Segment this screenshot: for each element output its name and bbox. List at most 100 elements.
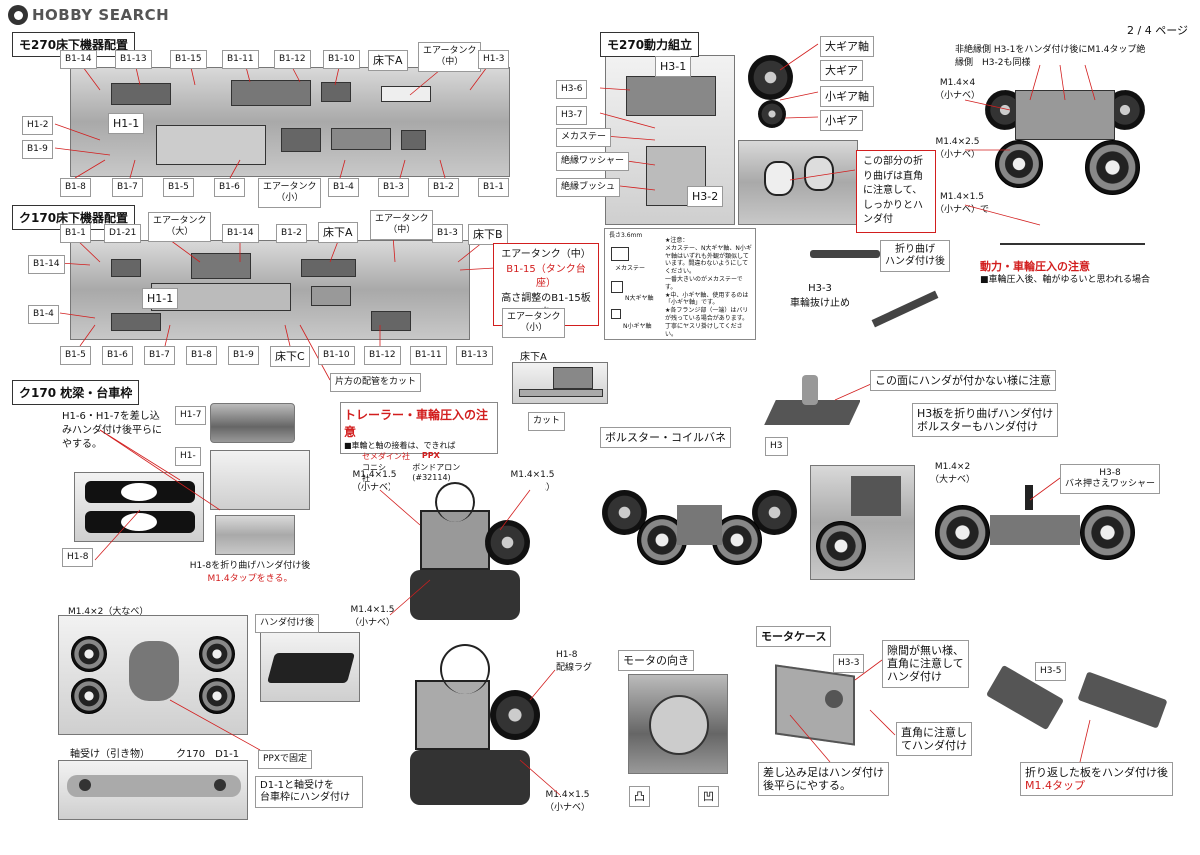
bearing-label: 軸受け（引き物）	[70, 749, 150, 760]
h1-8-bent-photo	[215, 515, 295, 555]
ku170-bottom-label-3: B1-7	[144, 346, 175, 365]
logo-text: HOBBY SEARCH	[32, 6, 170, 24]
bend-solder-label: 折り曲げ ハンダ付け後	[880, 240, 950, 272]
h3-8-label: H3-8 バネ押さえワッシャー	[1060, 464, 1161, 494]
h3-2-label: H3-2	[687, 186, 724, 208]
ku170-top-label-7: エアータンク （中）	[370, 210, 434, 240]
power-warning-title: 動力・車輪圧入の注意	[980, 258, 1090, 274]
ku170-top-label-6: 床下A	[318, 222, 358, 244]
h1-8-note: H1-8を折り曲げハンダ付け後 M1.4タップをきる。	[185, 558, 315, 584]
hobby-search-logo: HOBBY SEARCH	[8, 5, 169, 25]
right-angle-solder-note: 直角に注意し てハンダ付け	[896, 722, 972, 757]
spec-note-6: 丁寧にヤスリ掛けしてください。	[665, 322, 743, 338]
mo270-top-label-1: B1-14	[60, 50, 97, 69]
ku170-bottom-label-7: B1-10	[318, 346, 355, 365]
tap-note-line-1: 非絶縁側 H3-1をハンダ付け後にM1.4タップ絶	[955, 45, 1146, 55]
motor-direction-label: モータの向き	[618, 650, 694, 672]
motor-screw-1: M1.4×1.5 （小ナベ）	[352, 470, 398, 493]
mecha-assembly-photo	[738, 140, 858, 225]
ku170-top-label-1: B1-1	[60, 224, 91, 243]
ku170-top-label-3: エアータンク （大）	[148, 212, 212, 242]
ku170-top-label-2: D1-21	[104, 224, 142, 243]
gear-label-1: 大ギア軸	[820, 36, 874, 58]
h1-8-lug-label: H1-8 配線ラグ	[556, 650, 593, 673]
mo270-bottom-label-9: B1-1	[478, 178, 509, 197]
mo270-bottom-label-2: B1-7	[112, 178, 143, 197]
section-title-bolster-bogie: ク170 枕梁・台車枠	[12, 380, 140, 405]
mo270-bottom-label-5: エアータンク （小）	[258, 178, 322, 208]
shaft-spec-box: 長さ3.6mm メカステー N大ギヤ軸 N小ギヤ軸 ★注意： メカステー、N大ギ…	[604, 228, 756, 340]
spec-note-3: 一番大きいのがメカステーです。	[665, 275, 743, 291]
ku170-top-label-9: 床下B	[468, 224, 508, 246]
h3-7-label: H3-7	[556, 106, 588, 125]
mo270-left-label-1: H1-2	[22, 116, 54, 135]
spec-label-stay: メカステー	[615, 265, 646, 272]
power-warning-title-text: 動力・車輪圧入の注意	[980, 260, 1090, 273]
ku170-bottom-label-8: B1-12	[364, 346, 401, 365]
power-truck-photo	[985, 70, 1150, 200]
mo270-left-label-2: B1-9	[22, 140, 53, 159]
mo270-bottom-label-1: B1-8	[60, 178, 91, 197]
h3-plate-photo	[760, 370, 860, 440]
mo270-bottom-label-7: B1-3	[378, 178, 409, 197]
gear-label-4: 小ギア	[820, 110, 863, 132]
ku170-air-tank-small: エアータンク （小）	[502, 308, 566, 338]
motor-case-h3-3-label: H3-3	[833, 654, 865, 673]
screw-m14x1-5: M1.4×1.5 （小ナベ）で	[935, 192, 990, 215]
h1-part-photo	[210, 450, 310, 510]
motor-screw-3: M1.4×1.5 （小ナベ）	[350, 605, 396, 628]
bolster-photo-3	[930, 485, 1145, 585]
bolster-photo-2	[810, 465, 915, 580]
mo270-h1-1-label: H1-1	[108, 113, 145, 135]
ku170-left-label-2: B1-4	[28, 305, 59, 324]
motor-case-gap-note: 隙間が無い様、 直角に注意して ハンダ付け	[882, 640, 969, 688]
bolster-photo-1	[597, 465, 802, 585]
ku170-top-label-4: B1-14	[222, 224, 259, 243]
mo270-bottom-label-3: B1-5	[163, 178, 194, 197]
h1-8-note-line-2: M1.4タップをきる。	[207, 574, 293, 584]
motor-case-leg-note: 差し込み足はハンダ付け 後平らにやする。	[758, 762, 889, 797]
bend-warning-note: この部分の折り曲げは直角に注意して、しっかりとハンダ付	[856, 150, 936, 233]
page-number: 2 / 4 ページ	[1127, 24, 1188, 37]
h3-5-part-photo-2	[1075, 670, 1175, 730]
fold-plate-note-line-1: 折り返した板をハンダ付け後	[1025, 766, 1168, 779]
logo-icon	[8, 5, 28, 25]
motor-case-title: モータケース	[756, 626, 832, 648]
spec-length: 長さ3.6mm	[609, 232, 643, 239]
spec-label-small-shaft: N小ギヤ軸	[623, 323, 652, 330]
tank-note-line-2: B1-15（タンク台座）	[506, 263, 586, 290]
motor-assembly-photo-2	[400, 640, 550, 815]
trailer-brand-2: コニシ社	[362, 463, 386, 483]
ku170-bottom-label-1: B1-5	[60, 346, 91, 365]
ku170-underfloor-photo	[70, 240, 470, 340]
motor-screw-4: M1.4×1.5 （小ナベ）	[545, 790, 591, 813]
h3-6-label: H3-6	[556, 80, 588, 99]
tap-instruction: 非絶縁側 H3-1をハンダ付け後にM1.4タップ絶 縁側 H3-2も同様	[955, 44, 1145, 69]
section-title-mo270-power: モ270動力組立	[600, 32, 700, 57]
ku170-bottom-label-6: 床下C	[270, 346, 310, 368]
mo270-top-label-4: B1-11	[222, 50, 259, 69]
spec-note-4: ★中、小ギヤ軸、使用するのは「小ギヤ軸」です。	[665, 291, 749, 307]
mecha-stay-label: メカステー	[556, 128, 612, 147]
gear-label-2: 大ギア	[820, 60, 863, 82]
insulating-bush-label: 絶縁ブッシュ	[556, 178, 621, 197]
motor-assembly-photo-1	[390, 480, 545, 635]
trailer-product-1: PPX	[421, 451, 440, 460]
mo270-bottom-label-8: B1-2	[428, 178, 459, 197]
h1-label: H1-	[175, 447, 201, 466]
trailer-note-line-1: ■車輪と軸の接着は、できれば	[344, 441, 456, 450]
trailer-brand-1: セメダイン社	[362, 452, 410, 461]
mo270-top-label-6: B1-10	[323, 50, 360, 69]
h1-8-note-line-1: H1-8を折り曲げハンダ付け後	[189, 561, 311, 571]
h3-3-label: H3-3 車輪抜け止め	[790, 283, 850, 309]
gear-photo	[738, 35, 818, 135]
d1-1-part-photo	[58, 760, 248, 820]
mo270-top-label-5: B1-12	[274, 50, 311, 69]
insulating-washer-label: 絶縁ワッシャー	[556, 152, 630, 171]
bogie-screw-label: M1.4×2（大なべ）	[68, 607, 149, 617]
tank-note-line-1: エアータンク（中）	[501, 249, 591, 260]
motor-direction-photo	[628, 674, 728, 774]
h3-3-installed-sketch	[1000, 225, 1145, 245]
spec-note-1: ★注意：	[665, 237, 689, 244]
